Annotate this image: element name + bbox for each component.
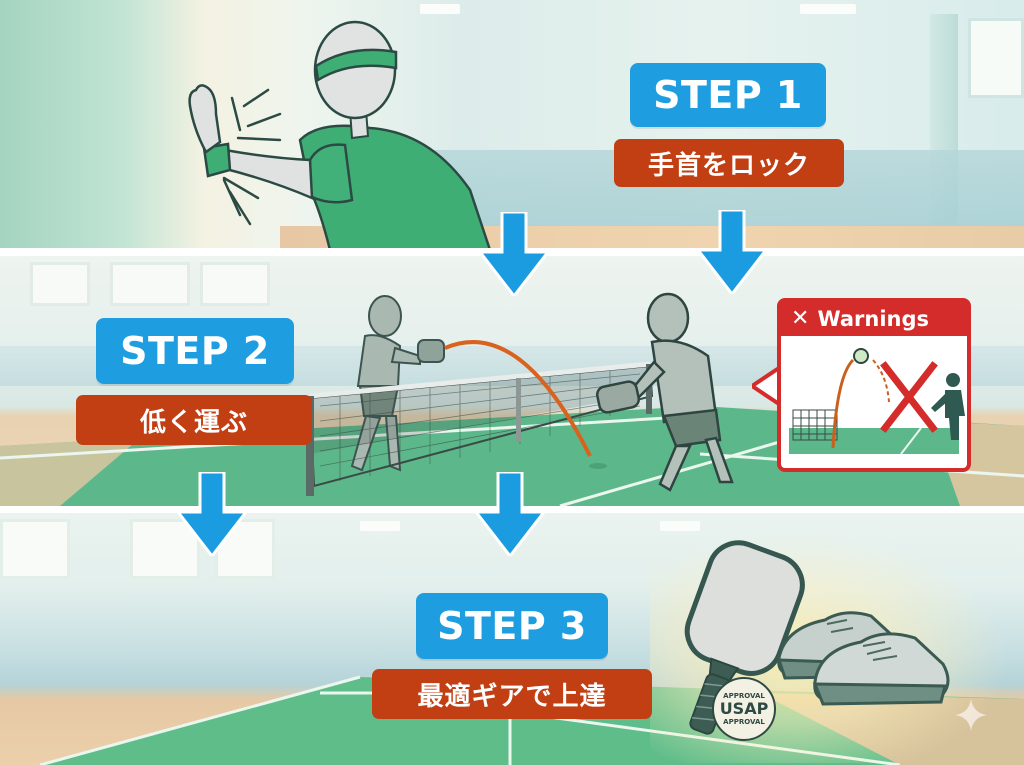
step-1-caption: 手首をロック [614, 139, 844, 187]
step-1-panel: STEP 1 手首をロック [0, 0, 1024, 248]
player-wrist-lock-illustration [188, 20, 491, 248]
stamp-top-text: APPROVAL [723, 692, 765, 701]
step-2-panel: ✕ Warnings STEP 2 低く運ぶ [0, 256, 1024, 506]
sparkle-icon [955, 699, 987, 731]
step-2-badge: STEP 2 [96, 318, 294, 384]
dink-illustration [306, 292, 734, 496]
ceiling-light [800, 4, 856, 14]
step-2-caption: 低く運ぶ [76, 395, 312, 445]
ceiling-light [420, 4, 460, 14]
court-shoes-icon [776, 611, 950, 706]
gym-window [30, 262, 90, 306]
stamp-center-text: USAP [719, 699, 769, 719]
ceiling-light [360, 521, 400, 531]
ceiling-light [660, 521, 700, 531]
high-lob-warning-illustration [789, 348, 965, 455]
gym-window [130, 519, 200, 579]
arrow-down-icon [474, 472, 546, 556]
step-3-panel: APPROVAL USAP APPROVAL STEP 3 最適ギアで上達 [0, 513, 1024, 765]
warning-title: Warnings [817, 307, 930, 331]
step-3-badge: STEP 3 [416, 593, 608, 659]
gym-window [110, 262, 190, 306]
arrow-down-icon [478, 212, 550, 296]
gym-window [0, 519, 70, 579]
arrow-down-icon [176, 472, 248, 556]
stamp-bottom-text: APPROVAL [723, 717, 765, 726]
step-1-badge: STEP 1 [630, 63, 826, 127]
step-3-caption: 最適ギアで上達 [372, 669, 652, 719]
usap-approval-stamp: APPROVAL USAP APPROVAL [712, 677, 776, 741]
warning-box: ✕ Warnings [777, 298, 971, 472]
warning-callout-tail [752, 366, 782, 406]
gym-window [968, 18, 1024, 98]
court-floor [0, 406, 1024, 506]
arrow-down-icon [696, 210, 768, 294]
x-icon: ✕ [791, 306, 810, 331]
gym-window [200, 262, 270, 306]
warning-header: ✕ Warnings [781, 302, 967, 336]
